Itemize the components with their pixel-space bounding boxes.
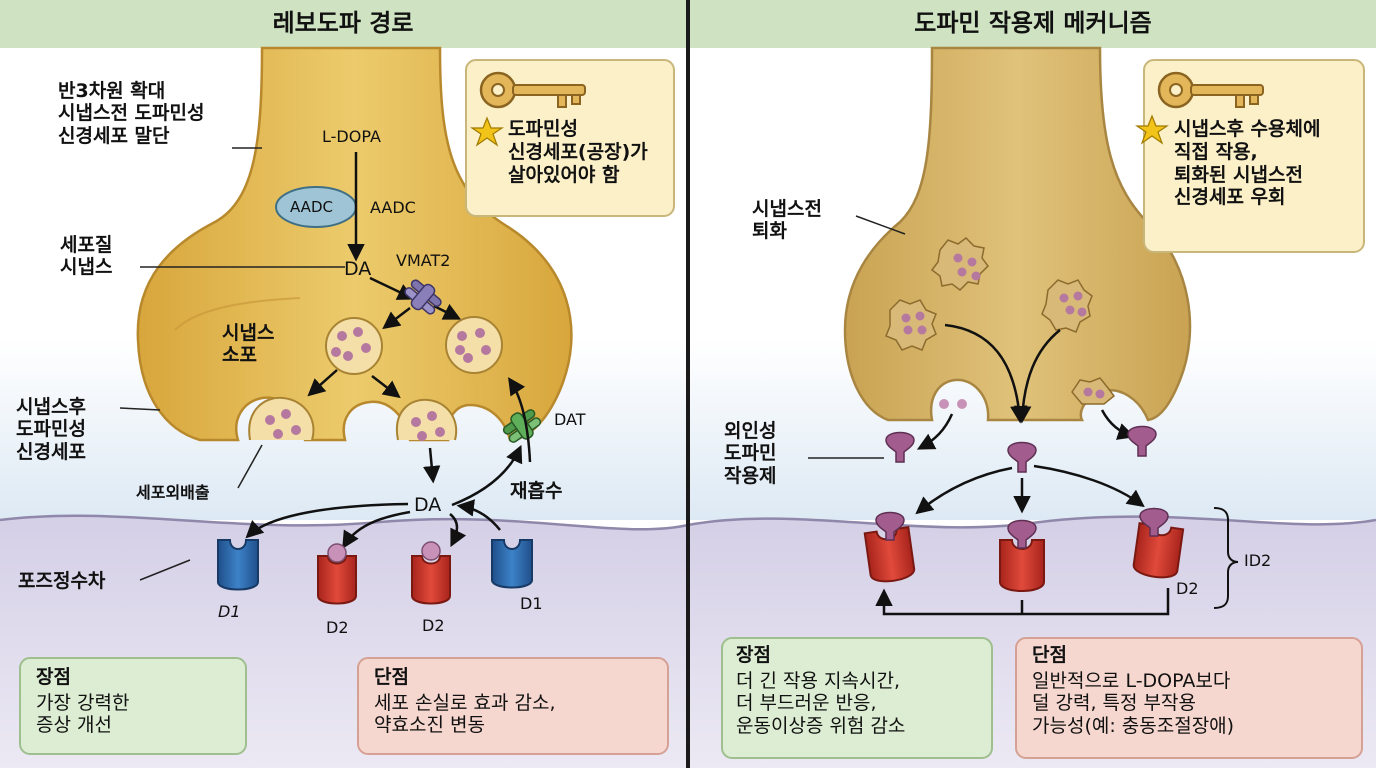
label-cytoplasmic: 세포질 시냅스 xyxy=(60,234,113,279)
left-header-bg xyxy=(0,0,686,48)
label-aadc-enzyme: AADC xyxy=(290,198,333,216)
label-exocytosis: 세포외배출 xyxy=(136,483,210,502)
label-terminal: 반3차원 확대 시냅스전 도파민성 신경세포 말단 xyxy=(58,80,205,147)
right-header-bg xyxy=(690,0,1376,48)
key-icon xyxy=(479,71,586,109)
d2-receptor-2 xyxy=(411,541,451,605)
receptor-label-d2-1: D2 xyxy=(326,618,349,637)
left-cons-box xyxy=(357,657,669,755)
d2-bracket xyxy=(1213,507,1239,609)
d2-receptor-right-3 xyxy=(1132,507,1185,579)
star-icon xyxy=(1135,114,1169,145)
receptor-label-d2-right: D2 xyxy=(1176,579,1199,598)
label-ldopa: L-DOPA xyxy=(322,127,381,146)
d2-receptor-right-1 xyxy=(863,511,916,583)
left-pros-title: 장점 xyxy=(36,666,71,688)
label-dat: DAT xyxy=(554,410,586,429)
left-pros-box xyxy=(19,657,247,755)
right-key-box xyxy=(1143,59,1365,253)
label-bracket-id2: ID2 xyxy=(1244,551,1272,570)
receptor-label-d2-2: D2 xyxy=(422,616,445,635)
star-icon xyxy=(470,116,504,147)
label-degenerated: 시냅스전 퇴화 xyxy=(752,198,822,243)
d2-receptor-1 xyxy=(317,543,357,605)
right-pros-text: 더 긴 작용 지속시간, 더 부드러운 반응, 운동이상증 위험 감소 xyxy=(736,670,906,737)
left-key-box xyxy=(465,59,675,217)
right-cons-title: 단점 xyxy=(1032,644,1067,666)
label-da-top: DA xyxy=(344,258,372,280)
degenerated-vesicles xyxy=(885,237,1116,405)
d2-receptor-right-2 xyxy=(999,519,1045,592)
right-key-note: 시냅스후 수용체에 직접 작용, 퇴화된 시냅스전 신경세포 우회 xyxy=(1174,118,1321,209)
d1-receptor-right xyxy=(491,539,533,589)
label-cleft: 포즈정수차 xyxy=(18,570,106,592)
left-key-note: 도파민성 신경세포(공장)가 살아있어야 함 xyxy=(508,118,648,186)
right-cons-box xyxy=(1015,637,1363,759)
label-da-bottom: DA xyxy=(414,494,442,516)
left-cons-title: 단점 xyxy=(374,666,409,688)
panel-divider xyxy=(686,0,690,768)
right-cons-text: 일반적으로 L-DOPA보다 덜 강력, 특정 부작용 가능성(예: 충동조절장… xyxy=(1032,670,1235,737)
synaptic-vesicles xyxy=(248,316,503,441)
receptor-label-d1-left: D1 xyxy=(218,602,241,621)
right-pros-title: 장점 xyxy=(736,644,771,666)
vmat2-transporter xyxy=(404,279,442,315)
label-postsynaptic: 시냅스후 도파민성 신경세포 xyxy=(16,396,86,463)
label-vesicle: 시냅스 소포 xyxy=(222,322,275,367)
receptor-label-d1-right: D1 xyxy=(520,594,543,613)
key-icon xyxy=(1157,71,1264,109)
label-aadc-arrow: AADC xyxy=(370,198,416,217)
left-cons-text: 세포 손실로 효과 감소, 약효소진 변동 xyxy=(374,692,556,737)
label-reuptake: 재흡수 xyxy=(510,480,563,502)
label-vmat2: VMAT2 xyxy=(396,251,451,270)
agonist-molecules xyxy=(885,425,1157,473)
d1-receptor-left xyxy=(217,539,259,591)
right-panel-title: 도파민 작용제 메커니즘 xyxy=(914,9,1152,37)
left-pros-text: 가장 강력한 증상 개선 xyxy=(36,692,130,737)
left-panel-title: 레보도파 경로 xyxy=(272,9,414,37)
label-agonist: 외인성 도파민 작용제 xyxy=(724,420,777,487)
right-pros-box xyxy=(721,637,993,759)
